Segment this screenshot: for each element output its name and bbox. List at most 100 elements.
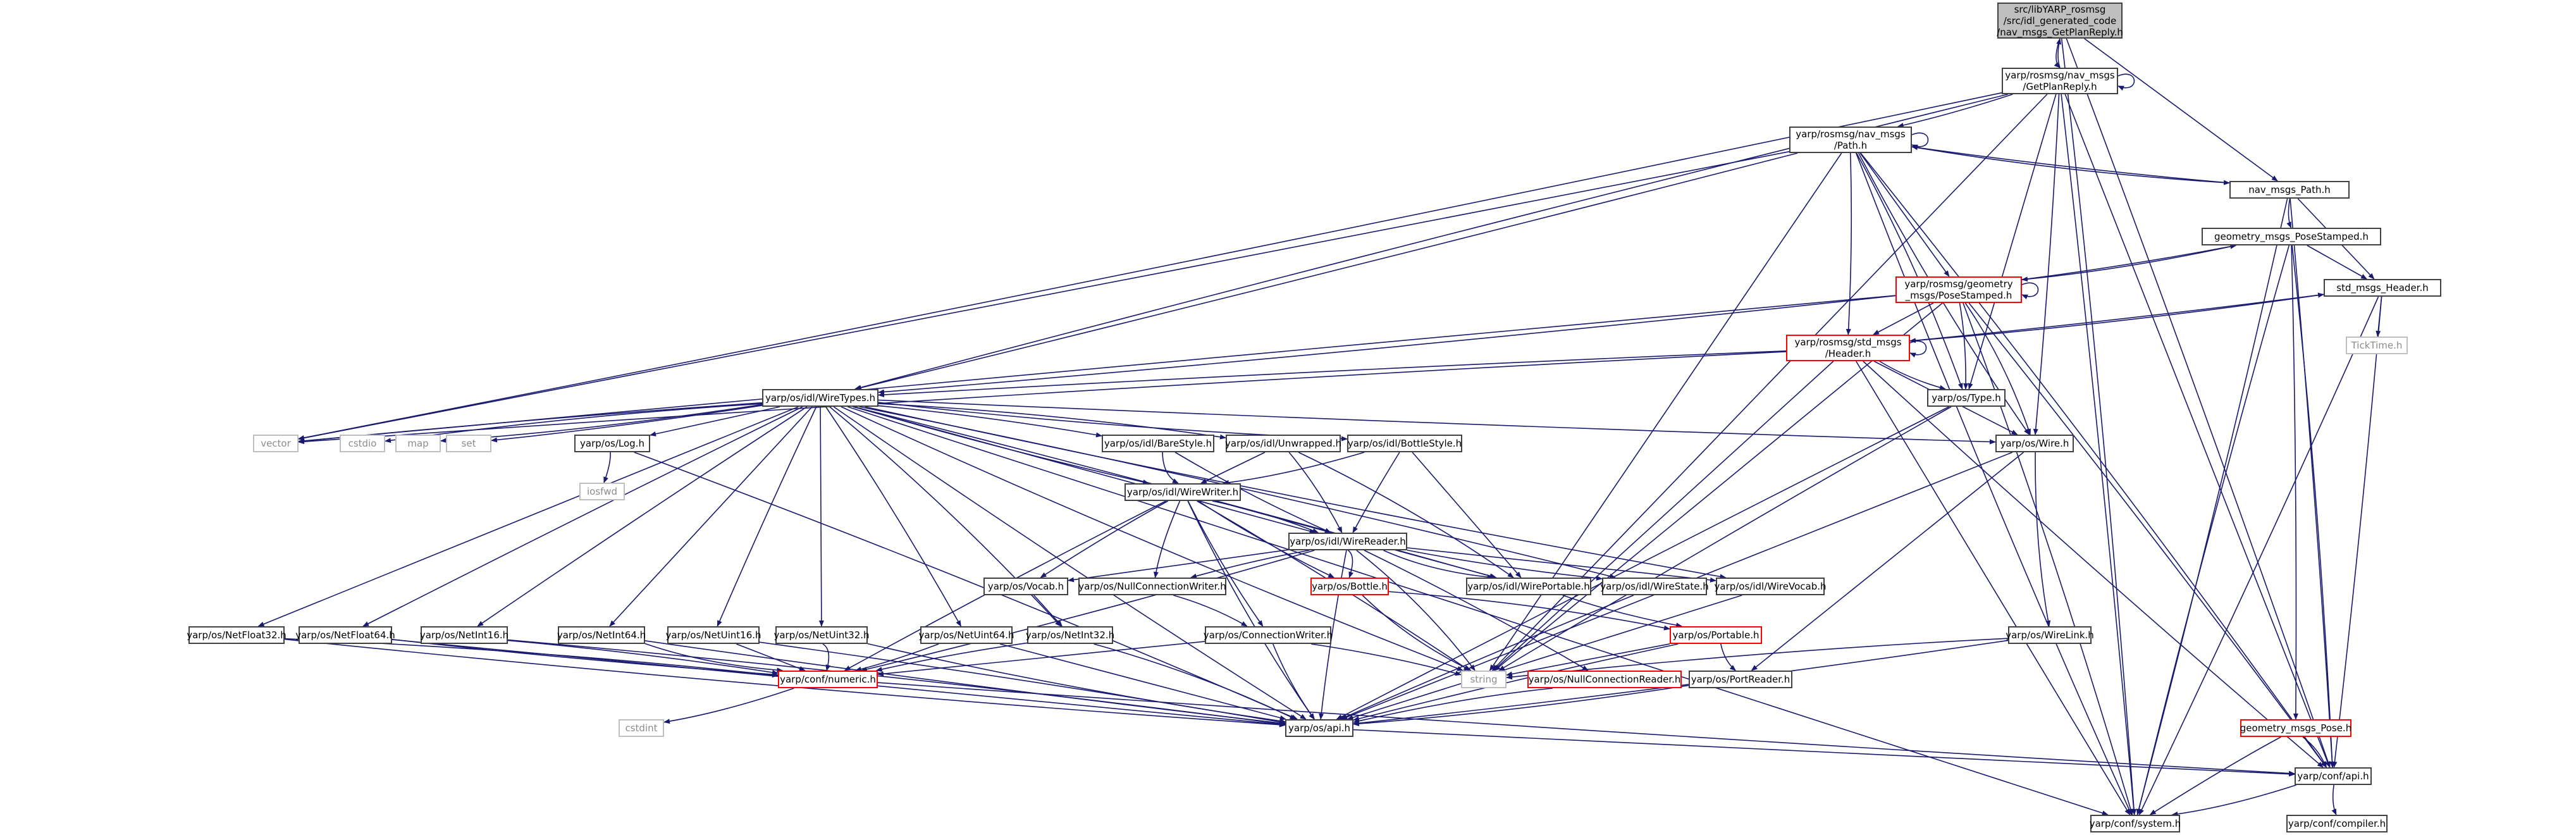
node-netuint64[interactable]: yarp/os/NetUint64.h [918, 626, 1014, 644]
node-connwriter[interactable]: yarp/os/ConnectionWriter.h [1204, 626, 1333, 644]
node-label: yarp/os/idl/WireState.h [1600, 581, 1709, 592]
node-label: yarp/os/WireLink.h [2006, 629, 2094, 641]
node-label: yarp/os/idl/BareStyle.h [1104, 438, 1212, 449]
node-netint16[interactable]: yarp/os/NetInt16.h [420, 626, 508, 644]
node-label: cstdint [625, 722, 658, 734]
edge-getplan-to-path_h [1897, 94, 2013, 128]
edge-path_h-to-type_h [1856, 152, 1963, 390]
edge-wiretypes-to-api_os [833, 406, 1307, 720]
node-netint64[interactable]: yarp/os/NetInt64.h [557, 626, 646, 644]
edge-nav_path-to-geo_ps [2286, 198, 2292, 228]
edge-wirewriter-to-vocab_h [1040, 500, 1169, 578]
edge-portable_h-to-portreader [1720, 643, 1736, 671]
edge-wiretypes-to-log_h [650, 406, 780, 436]
edge-nullconnwriter-to-connwriter [1173, 595, 1248, 627]
node-bottle_h[interactable]: yarp/os/Bottle.h [1310, 578, 1389, 595]
node-nullconnwriter[interactable]: yarp/os/NullConnectionWriter.h [1078, 578, 1226, 595]
node-portable_h[interactable]: yarp/os/Portable.h [1670, 626, 1762, 644]
edge-wirereader-to-wirestate [1407, 549, 1603, 581]
node-label: TickTime.h [2351, 340, 2403, 351]
edge-getplan-to-type_h [1968, 94, 2057, 390]
edge-numeric-to-conf_api [877, 682, 2295, 776]
node-type_h[interactable]: yarp/os/Type.h [1927, 389, 2006, 407]
node-wirereader[interactable]: yarp/os/idl/WireReader.h [1288, 533, 1407, 550]
node-vocab_h[interactable]: yarp/os/Vocab.h [983, 578, 1068, 595]
edge-ros_std_hdr-to-ros_std_hdr [1909, 340, 1927, 358]
node-label: yarp/os/NullConnectionWriter.h [1078, 581, 1226, 592]
node-label: yarp/os/NetFloat64.h [295, 629, 395, 641]
node-netint32[interactable]: yarp/os/NetInt32.h [1025, 626, 1115, 644]
edge-geo_ps-to-conf_system [2136, 245, 2290, 815]
edge-ros_std_hdr-to-conf_api [1863, 361, 2324, 768]
edge-ros_geo_ps-to-conf_system [1963, 302, 2133, 815]
node-label: yarp/os/NetUint64.h [918, 629, 1014, 641]
node-label: src/libYARP_rosmsg [2014, 3, 2106, 15]
edge-ros_std_hdr-to-string [1493, 361, 1834, 671]
edge-wirereader-to-api_os [1319, 550, 1347, 720]
edge-getplan-to-root [2056, 38, 2062, 68]
node-barestyle[interactable]: yarp/os/idl/BareStyle.h [1102, 435, 1214, 452]
node-conf_system[interactable]: yarp/conf/system.h [2090, 815, 2181, 832]
node-std_hdr[interactable]: std_msgs_Header.h [2324, 279, 2441, 297]
edge-ros_geo_ps-to-type_h [1959, 302, 1969, 390]
edge-log_h-to-iosfwd [603, 452, 611, 483]
edge-wirewriter-to-api_os [1187, 500, 1315, 720]
node-ros_geo_ps[interactable]: yarp/rosmsg/geometry_msgs/PoseStamped.h [1895, 276, 2022, 303]
edge-path_h-to-ros_geo_ps [1859, 152, 1950, 277]
edge-path_h-to-wiretypes [854, 152, 1798, 390]
node-netfloat32[interactable]: yarp/os/NetFloat32.h [187, 626, 287, 644]
node-wirewriter[interactable]: yarp/os/idl/WireWriter.h [1125, 483, 1241, 501]
edge-wiretypes-to-netfloat64 [362, 406, 803, 627]
node-numeric[interactable]: yarp/conf/numeric.h [778, 671, 878, 688]
edge-connwriter-to-api_os [1272, 643, 1315, 720]
edge-wiretypes-to-netfloat32 [257, 406, 799, 627]
node-portreader[interactable]: yarp/os/PortReader.h [1689, 671, 1792, 688]
node-label: yarp/os/idl/WireTypes.h [765, 392, 876, 404]
edge-std_hdr-to-conf_api [2332, 296, 2382, 768]
edge-path_h-to-conf_system [1855, 152, 2132, 815]
node-map: map [395, 435, 441, 452]
node-wire_h[interactable]: yarp/os/Wire.h [1995, 435, 2074, 452]
edge-ros_geo_ps-to-geo_ps [2021, 244, 2237, 280]
node-label: yarp/os/NetInt32.h [1025, 629, 1115, 641]
edge-wiretypes-to-netuint64 [825, 406, 962, 627]
edge-wiretypes-to-conf_system [847, 406, 2109, 816]
node-ticktime: TickTime.h [2346, 337, 2408, 354]
node-nav_path[interactable]: nav_msgs_Path.h [2229, 181, 2350, 199]
node-log_h[interactable]: yarp/os/Log.h [574, 435, 650, 452]
node-cstdint: cstdint [619, 719, 664, 737]
edge-netuint16-to-numeric [736, 643, 806, 671]
node-api_os[interactable]: yarp/os/api.h [1285, 719, 1353, 737]
edge-getplan-to-vector [298, 92, 2002, 440]
node-netuint32[interactable]: yarp/os/NetUint32.h [773, 626, 870, 644]
edge-wiretypes-to-netuint32 [818, 406, 824, 627]
node-geo_pose[interactable]: geometry_msgs_Pose.h [2240, 719, 2351, 737]
node-conf_api[interactable]: yarp/conf/api.h [2295, 767, 2372, 785]
node-netuint16[interactable]: yarp/os/NetUint16.h [665, 626, 761, 644]
node-netfloat64[interactable]: yarp/os/NetFloat64.h [295, 626, 395, 644]
node-label: yarp/os/Log.h [580, 438, 644, 449]
node-unwrapped[interactable]: yarp/os/idl/Unwrapped.h [1225, 435, 1341, 452]
edge-type_h-to-string [1498, 406, 1952, 671]
node-label: geometry_msgs_Pose.h [2240, 722, 2352, 734]
node-wiretypes[interactable]: yarp/os/idl/WireTypes.h [762, 389, 878, 407]
node-bottlestyle[interactable]: yarp/os/idl/BottleStyle.h [1347, 435, 1462, 452]
node-label: yarp/os/Bottle.h [1312, 581, 1388, 592]
node-wireportable[interactable]: yarp/os/idl/WirePortable.h [1466, 578, 1591, 595]
node-geo_ps[interactable]: geometry_msgs_PoseStamped.h [2202, 228, 2381, 245]
node-nullconnreader[interactable]: yarp/os/NullConnectionReader.h [1527, 671, 1682, 688]
node-ros_std_hdr[interactable]: yarp/rosmsg/std_msgs/Header.h [1786, 335, 1910, 361]
edge-netint32-to-numeric [875, 642, 1028, 672]
node-conf_compiler[interactable]: yarp/conf/compiler.h [2286, 815, 2388, 832]
node-wirestate[interactable]: yarp/os/idl/WireState.h [1600, 578, 1709, 595]
edge-wiretypes-to-netint64 [609, 406, 813, 627]
node-wirevocab[interactable]: yarp/os/idl/WireVocab.h [1715, 578, 1827, 595]
edge-netint32-to-api_os [1094, 643, 1297, 720]
node-wirelink[interactable]: yarp/os/WireLink.h [2006, 626, 2094, 644]
edge-root-to-nav_path [2084, 38, 2278, 182]
edge-wirevocab-to-api_os [1347, 595, 1742, 721]
node-getplan[interactable]: yarp/rosmsg/nav_msgs/GetPlanReply.h [2002, 68, 2118, 94]
edge-wirewriter-to-connwriter [1187, 500, 1264, 627]
node-path_h[interactable]: yarp/rosmsg/nav_msgs/Path.h [1789, 127, 1912, 153]
